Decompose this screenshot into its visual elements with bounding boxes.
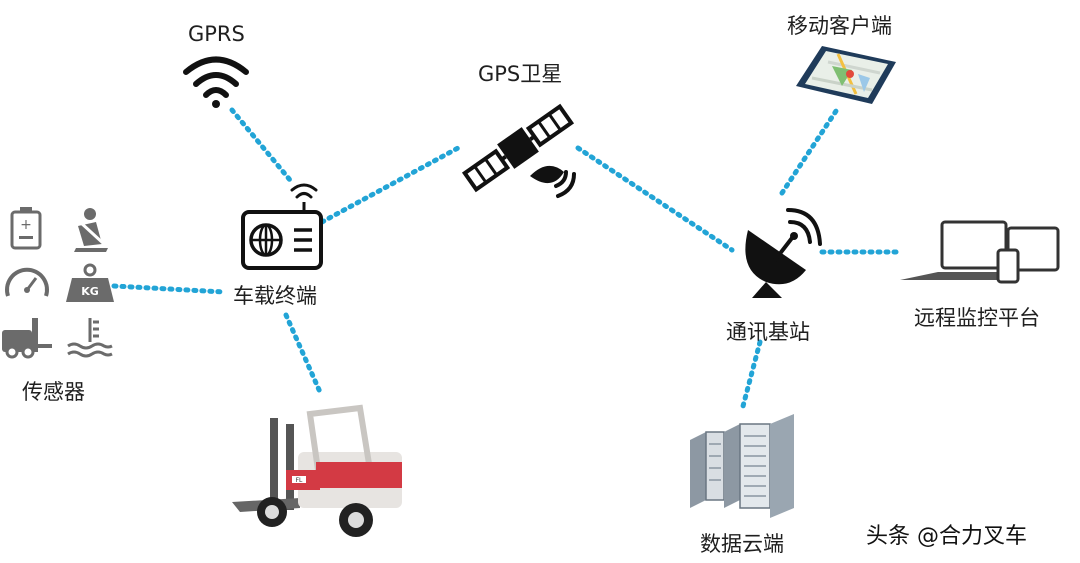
svg-text:+: + [20,217,32,233]
battery-icon: + [10,207,42,250]
gprs-label: GPRS [188,22,245,46]
sensors-label: 传感器 [22,380,85,404]
link-satellite-station [575,145,735,253]
mobile-client-tablet-icon [796,46,896,104]
link-station-cloud [739,339,763,413]
mobile-client-label: 移动客户端 [787,14,892,38]
forklift-plate-text: FL [296,477,303,484]
seatbelt-icon [74,208,108,252]
remote-platform-label: 远程监控平台 [914,306,1040,330]
forklift-image: FL [232,404,402,537]
sensors-group: + KG [2,207,114,359]
base-station-dish-icon [745,208,822,298]
forklift-icon [2,318,52,359]
vehicle-terminal-icon [241,183,323,270]
gps-satellite-icon [461,103,576,198]
link-sensors-terminal [111,283,227,295]
link-terminal-satellite [319,145,461,225]
speedometer-icon [5,267,49,297]
base-station-label: 通讯基站 [726,320,810,344]
vehicle-terminal-label: 车载终端 [233,284,317,308]
weight-badge: KG [81,285,99,298]
link-station-mobile [779,105,841,196]
link-terminal-forklift [283,312,323,395]
remote-platform-devices-icon [900,220,1060,284]
temperature-icon [67,318,113,358]
weight-icon: KG [66,263,114,302]
data-cloud-servers-icon [690,414,794,518]
gprs-wifi-icon [183,56,249,108]
watermark: 头条 @合力叉车 [866,524,1027,549]
link-gprs-terminal [229,107,293,183]
gps-satellite-label: GPS卫星 [478,62,563,86]
data-cloud-label: 数据云端 [700,532,784,556]
forklift-plate [292,476,306,483]
